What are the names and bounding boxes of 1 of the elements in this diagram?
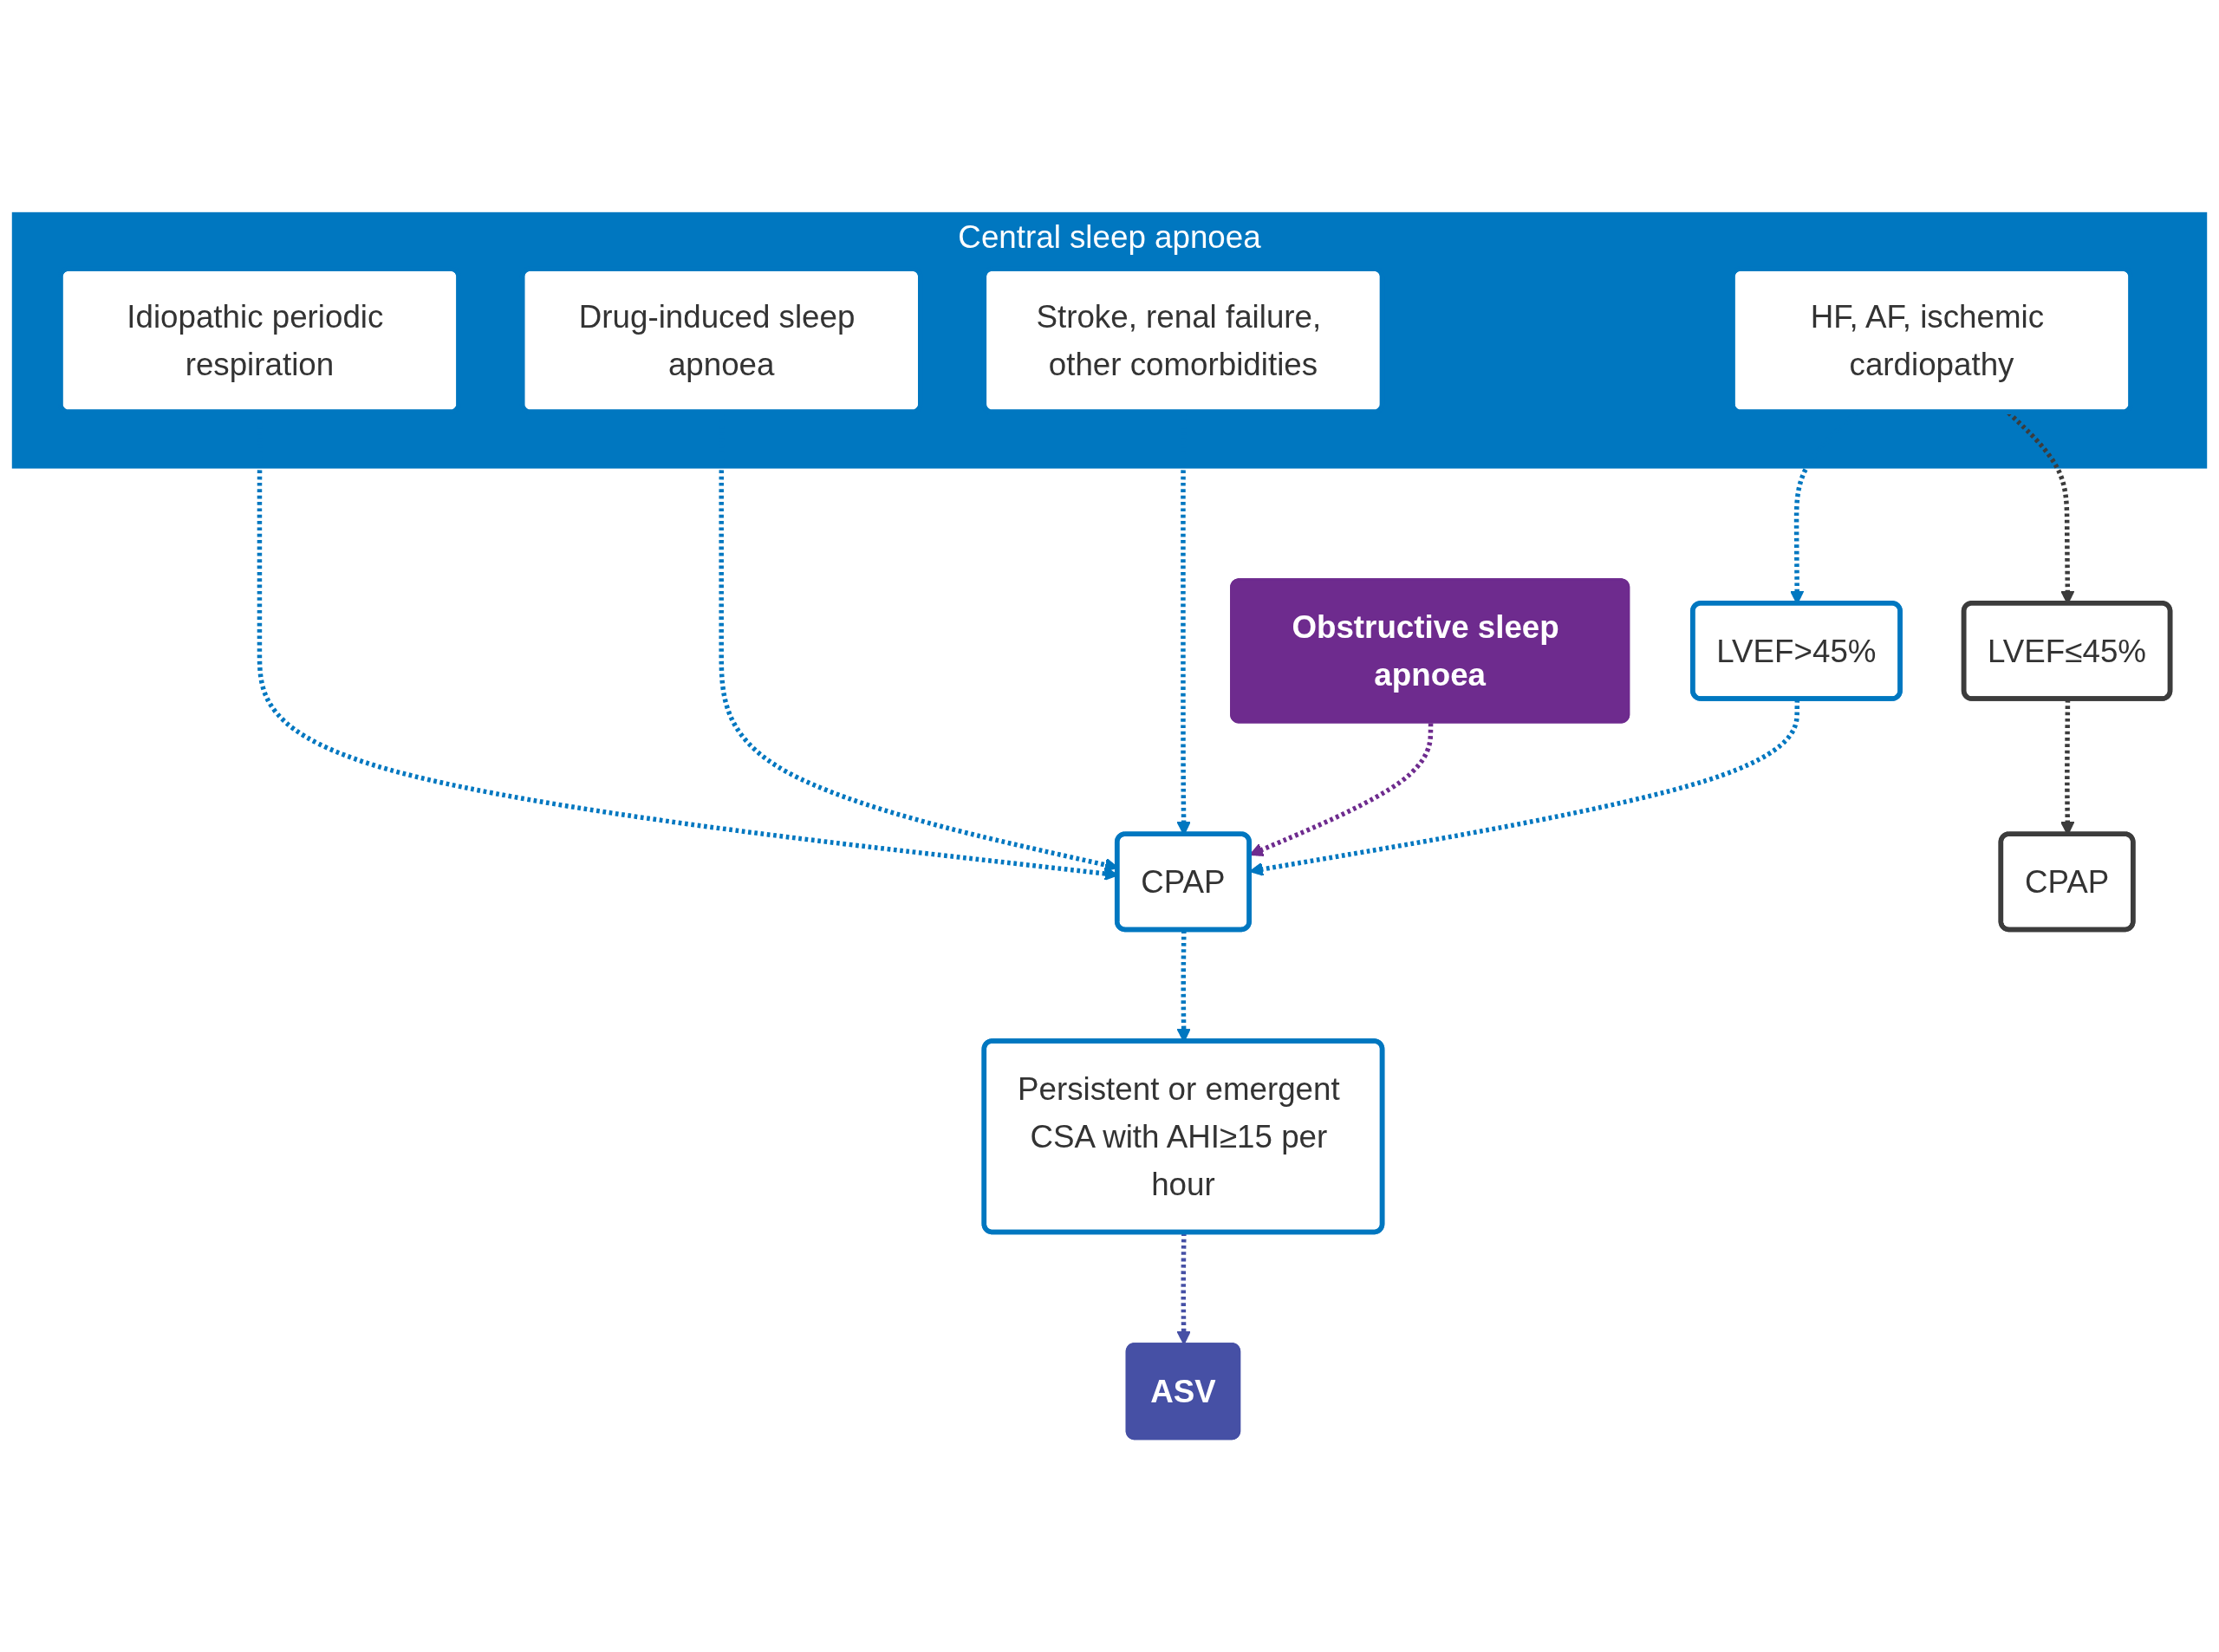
arrow: [1176, 1232, 1191, 1345]
